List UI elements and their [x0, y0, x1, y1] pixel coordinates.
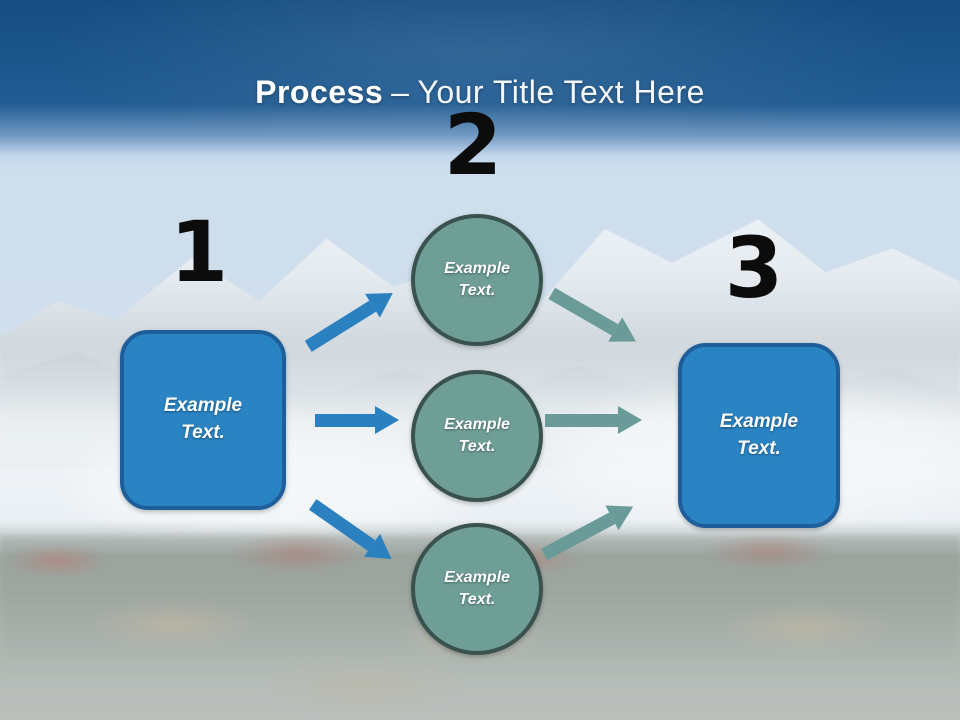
- process-circle-bottom-label: Example Text.: [444, 568, 510, 608]
- step-number-1[interactable]: 1: [169, 203, 229, 301]
- header-band: [0, 0, 960, 168]
- step-number-3[interactable]: 3: [724, 219, 784, 317]
- process-circle-top[interactable]: Example Text.: [411, 214, 543, 346]
- slide-title-bold: Process: [255, 74, 384, 111]
- process-box-step1[interactable]: Example Text.: [120, 330, 286, 510]
- step-number-2[interactable]: 2: [443, 96, 503, 194]
- process-box-step1-label: Example Text.: [163, 395, 243, 443]
- arrow-head: [618, 406, 642, 434]
- arrow-step1-to-middle-circle: [315, 406, 399, 434]
- slide-title[interactable]: Process–Your Title Text Here: [0, 73, 960, 111]
- arrow-middle-circle-to-step3: [545, 406, 642, 434]
- slide-title-regular: Your Title Text Here: [417, 74, 705, 111]
- process-circle-bottom[interactable]: Example Text.: [411, 523, 543, 655]
- process-box-step3-label: Example Text.: [719, 410, 799, 459]
- slide-title-separator: –: [391, 74, 410, 111]
- process-circle-top-label: Example Text.: [444, 259, 510, 299]
- arrow-shaft: [545, 413, 618, 427]
- process-box-step3[interactable]: Example Text.: [678, 343, 840, 528]
- arrow-shaft: [315, 413, 375, 427]
- process-circle-middle[interactable]: Example Text.: [411, 370, 543, 502]
- process-circle-middle-label: Example Text.: [444, 415, 510, 455]
- arrow-head: [375, 406, 399, 434]
